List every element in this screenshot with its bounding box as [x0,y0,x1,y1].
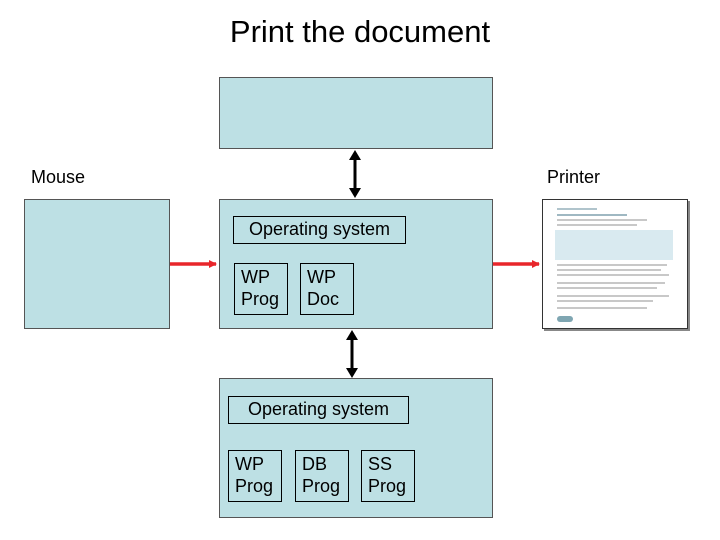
display-box [219,77,493,149]
computer-app-wp-prog: WP Prog [234,263,288,315]
computer-app-wp-doc: WP Doc [300,263,354,315]
server-app-ss-prog-line2: Prog [368,476,407,496]
server-app-wp-prog: WP Prog [228,450,282,502]
computer-os-label: Operating system [248,219,391,239]
computer-app-wp-doc-line1: WP [307,267,336,287]
server-app-wp-prog-line1: WP [235,454,264,474]
server-app-ss-prog-line1: SS [368,454,393,474]
server-app-db-prog: DB Prog [295,450,349,502]
printed-document-thumbnail [542,199,688,329]
server-app-ss-prog: SS Prog [361,450,415,502]
printer-label: Printer [547,167,601,187]
server-app-db-prog-line1: DB [302,454,328,474]
computer-os-box: Operating system [233,216,406,244]
computer-app-wp-doc-line2: Doc [307,289,340,309]
page-title: Print the document [229,14,491,49]
mouse-box [24,199,170,329]
computer-app-wp-prog-line1: WP [241,267,270,287]
server-os-box: Operating system [228,396,409,424]
computer-server-link-arrow [346,330,358,378]
server-app-db-prog-line2: Prog [302,476,341,496]
computer-app-wp-prog-line2: Prog [241,289,280,309]
mouse-label: Mouse [31,167,86,187]
server-app-wp-prog-line2: Prog [235,476,274,496]
server-os-label: Operating system [247,399,390,419]
display-computer-link-arrow [349,150,361,198]
